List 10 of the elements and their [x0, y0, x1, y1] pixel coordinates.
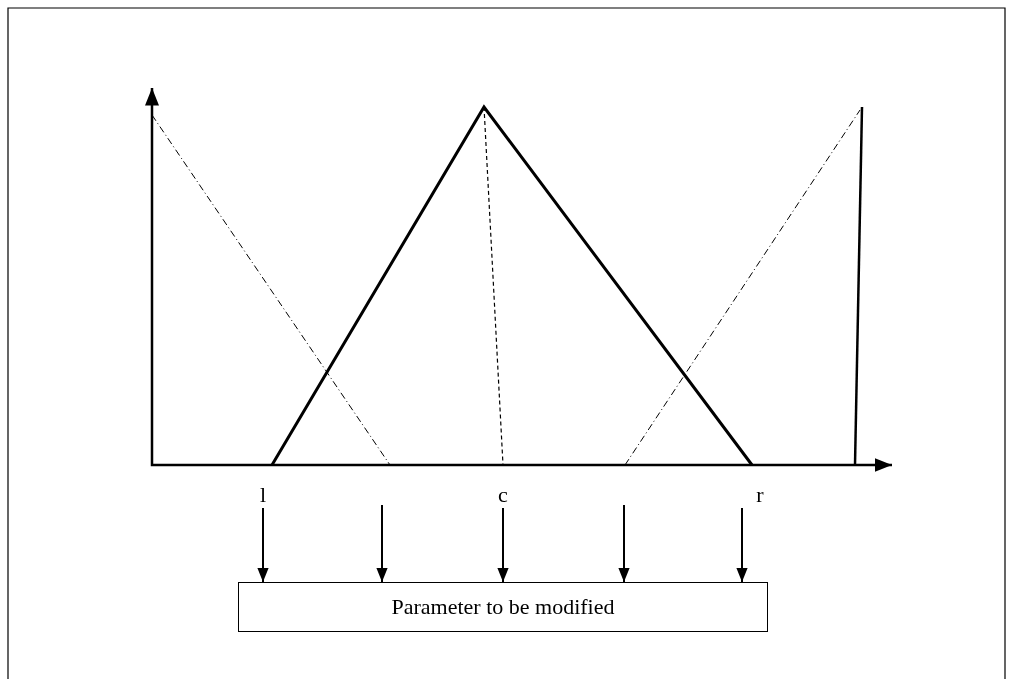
parameter-box [238, 582, 768, 632]
arrow [376, 504, 388, 583]
arrow [257, 507, 269, 583]
point-label: c [498, 482, 508, 508]
point-label: r [756, 482, 764, 508]
point-label: l [259, 482, 267, 508]
arrow [618, 504, 630, 583]
arrow [497, 507, 509, 583]
box-label: Parameter to be modified [391, 594, 615, 620]
arrow [736, 507, 748, 583]
